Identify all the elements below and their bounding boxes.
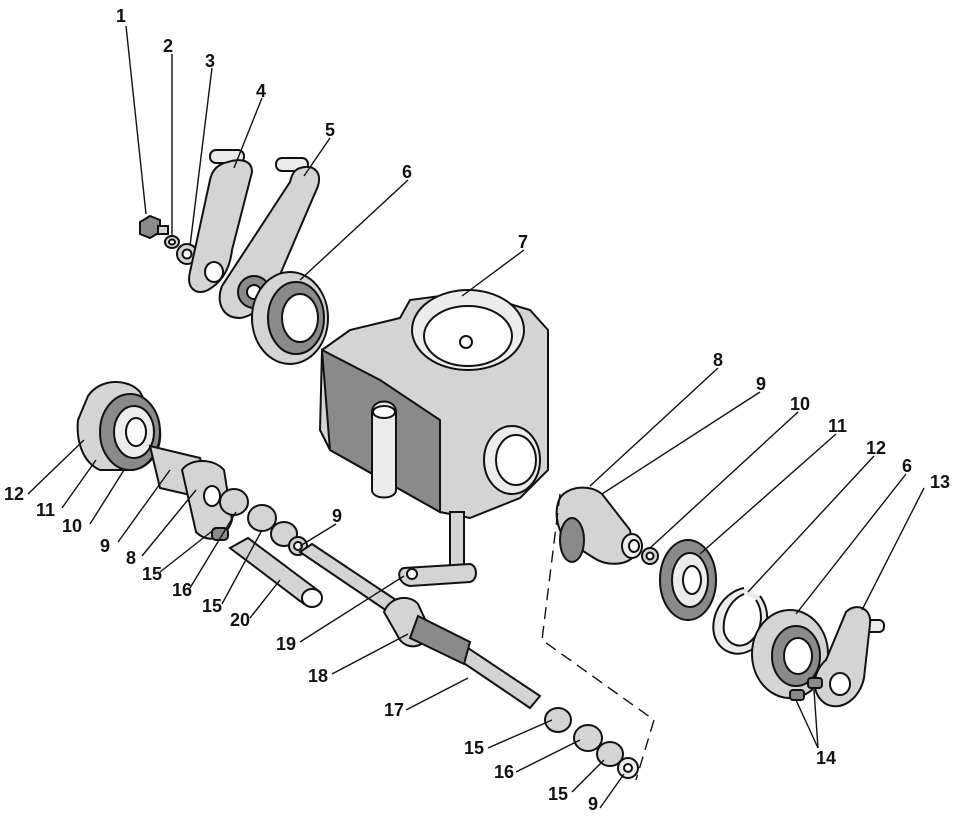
callout-16-left: 16 xyxy=(172,580,192,600)
part-needle-bearings-right xyxy=(544,707,639,779)
callout-4: 4 xyxy=(256,81,266,101)
callout-12-left: 12 xyxy=(4,484,24,504)
part-flange-right xyxy=(751,609,829,699)
part-hub-right xyxy=(555,486,643,565)
callout-2: 2 xyxy=(163,36,173,56)
callout-14: 14 xyxy=(816,748,836,768)
callout-9-center: 9 xyxy=(332,506,342,526)
callout-13: 13 xyxy=(930,472,950,492)
part-shift-rod xyxy=(398,511,477,588)
part-housing xyxy=(318,289,549,520)
callout-15-left-a: 15 xyxy=(142,564,162,584)
callout-11-left: 11 xyxy=(36,500,55,520)
part-lever-inner xyxy=(188,149,254,293)
callout-7: 7 xyxy=(518,232,528,252)
part-lever-right xyxy=(813,606,885,708)
part-bolt xyxy=(139,214,169,240)
callout-18: 18 xyxy=(308,666,328,686)
part-bearing-cover-left xyxy=(76,380,162,471)
part-circlip xyxy=(712,587,769,655)
part-ring-right xyxy=(641,547,659,565)
alignment-dashed-line xyxy=(541,493,655,781)
callout-10-left: 10 xyxy=(62,516,82,536)
callout-15-left-b: 15 xyxy=(202,596,222,616)
callout-11-right: 11 xyxy=(828,416,847,436)
callout-10-right: 10 xyxy=(790,394,810,414)
callout-6-top: 6 xyxy=(402,162,412,182)
part-input-shaft xyxy=(148,444,234,541)
callout-15-bottom-b: 15 xyxy=(548,784,568,804)
callout-15-bottom-a: 15 xyxy=(464,738,484,758)
part-bearing-right xyxy=(659,539,717,621)
callout-16-bottom: 16 xyxy=(494,762,514,782)
callout-8-right: 8 xyxy=(713,350,723,370)
callout-9-right: 9 xyxy=(756,374,766,394)
callout-3: 3 xyxy=(205,51,215,71)
callout-8-left: 8 xyxy=(126,548,136,568)
callout-9-left: 9 xyxy=(100,536,110,556)
part-washer xyxy=(164,235,180,249)
callout-1: 1 xyxy=(116,6,126,26)
part-needle-bearings-left xyxy=(219,488,308,556)
part-small-bolts xyxy=(789,677,823,701)
callout-9-bottom: 9 xyxy=(588,794,598,814)
leader-lines xyxy=(27,25,925,809)
part-output-shaft xyxy=(298,542,542,710)
callout-5: 5 xyxy=(325,120,335,140)
callout-20: 20 xyxy=(230,610,250,630)
callout-17: 17 xyxy=(384,700,404,720)
part-flange-left xyxy=(251,271,329,365)
callout-19: 19 xyxy=(276,634,296,654)
callout-6-right: 6 xyxy=(902,456,912,476)
part-sleeve xyxy=(228,536,323,608)
callout-12-right: 12 xyxy=(866,438,886,458)
callout-labels: 1 2 3 4 5 6 7 8 9 10 11 12 6 13 14 12 11… xyxy=(4,6,950,814)
